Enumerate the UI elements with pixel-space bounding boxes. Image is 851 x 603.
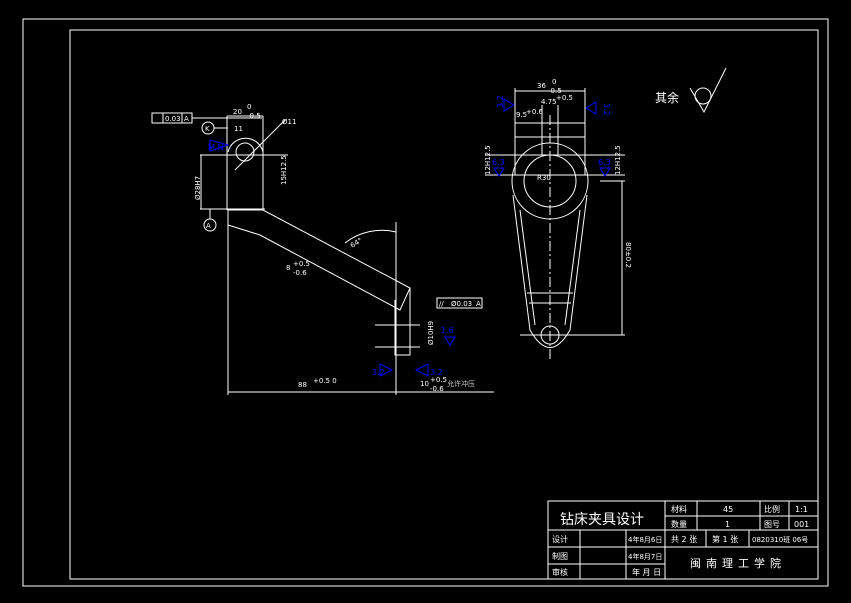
scale-label: 比例 [764,504,780,514]
dim-hole: Ø11 [282,118,296,126]
dim-11: 11 [234,125,243,133]
dim-end-up: +0.5 [430,376,447,384]
rough-r32a: 3.2 [496,95,505,108]
draw-date: 4年8月7日 [628,552,662,561]
rough-32a: 3.2 [372,368,385,377]
drawing-title: 钻床夹具设计 [560,512,644,528]
dim-slot-tol: +0.5 [556,94,573,102]
dim-end: 10 [420,380,429,388]
parallel-symbol: // [439,300,444,308]
dim-height: 15H12.5 [280,155,288,185]
design-date: 4年8月6日 [628,535,662,544]
dim-small-hole: Ø10H9 [427,321,435,345]
outer-border [22,18,829,587]
rough-r63a: 6.3 [492,158,505,167]
roughness-note-label: 其余 [655,90,679,105]
dim-h-right: 12H12.5 [614,145,622,175]
dim-end-low: -0.6 [430,385,444,393]
title-block: 钻床夹具设计 材料 45 比例 1:1 数量 1 图号 001 设计 4年8月6… [547,500,819,580]
arm-section [227,209,411,311]
dim-width-r-low: -0.5 [548,87,562,95]
datum-k: K [205,125,210,133]
dim-length-tol: +0.5 0 [313,377,337,385]
drawing-no-label: 图号 [764,520,780,529]
material-value: 45 [723,505,733,514]
review-date: 年 月 日 [632,567,661,577]
rough-32b: 3.2 [430,368,443,377]
rough-r32b: 3.2 [602,103,611,116]
dim-center: 80±0.2 [624,242,632,268]
design-label: 设计 [552,534,568,544]
qty-value: 1 [725,520,730,529]
dim-width-up: 0 [247,103,251,111]
review-label: 审核 [552,567,568,577]
parallel-value: Ø0.03 [451,300,472,308]
dim-length: 88 [298,381,307,389]
flatness-datum: A [184,115,189,123]
datum-a: A [206,222,211,230]
note-stamping: 允许冲压 [447,379,475,388]
flatness-value: 0.03 [165,115,181,123]
rough-mn: M N [208,143,223,152]
dim-width-r-up: 0 [552,78,556,86]
left-view: 0.03 A K 20 0 -0.5 11 Ø11 Ø28H7 15H12.5 … [151,103,494,395]
class-no: 0820310班 06号 [752,535,808,544]
inner-frame [69,29,819,580]
sheet-no: 第 1 张 [712,534,738,544]
dim-thick-up: +0.5 [293,260,310,268]
parallel-frame [436,297,483,309]
dim-radius: R30 [537,174,551,182]
sheets-total: 共 2 张 [671,535,697,544]
dim-slot2-tol: +0.6 [526,108,544,116]
arm-outline [512,194,588,348]
drawing-no-value: 001 [794,520,809,529]
roughness-note: 其余 [655,67,727,114]
draw-label: 制图 [552,551,568,561]
qty-label: 数量 [671,519,687,529]
dim-width-r: 36 [537,82,546,90]
dim-thick-low: -0.6 [293,269,307,277]
scale-value: 1:1 [795,505,808,514]
dim-width: 20 [233,108,242,116]
material-label: 材料 [671,504,687,514]
school-name: 闽南理工学院 [690,556,786,570]
rough-r63b: 6.3 [598,158,611,167]
dim-slot: 4.75 [541,98,557,106]
dim-bore: Ø28H7 [194,176,202,200]
dim-h-left: 12H12.5 [484,145,492,175]
right-view: 36 0 -0.5 4.75 +0.5 9.5 +0.6 3.2 3.2 12H… [484,78,632,360]
dim-thick: 8 [286,264,290,272]
rough-16: 1.6 [441,326,454,335]
parallel-datum: A [476,300,481,308]
dim-slot2: 9.5 [516,111,527,119]
